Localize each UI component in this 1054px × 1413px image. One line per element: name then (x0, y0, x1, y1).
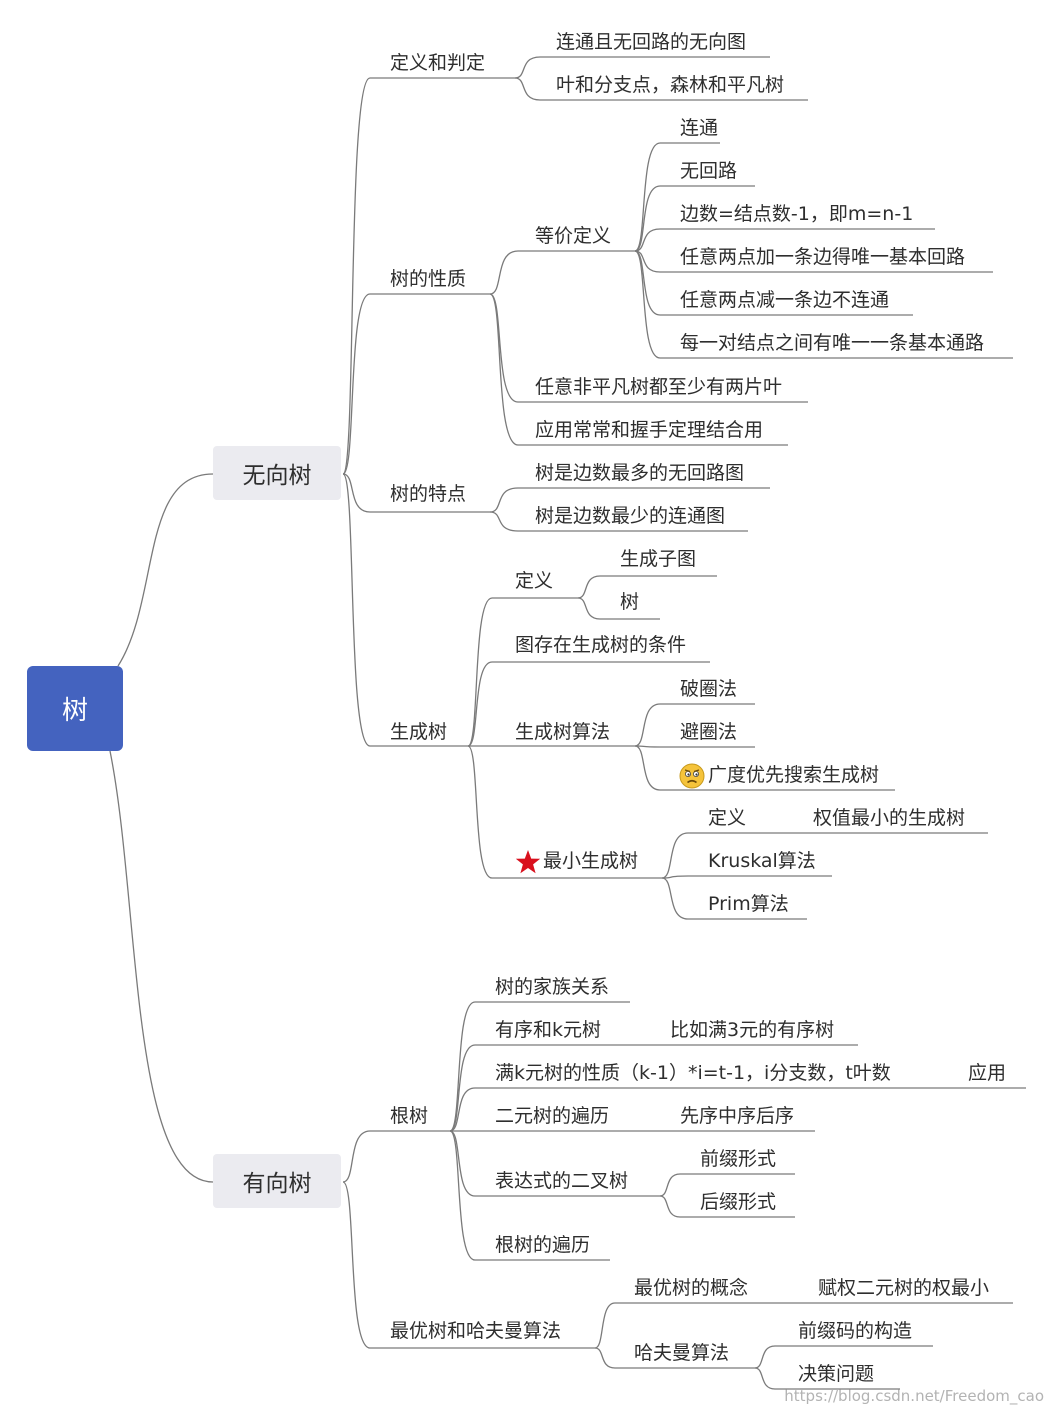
node-rooted-tree[interactable]: 根树 (390, 1105, 429, 1127)
link-eq-2-curve (634, 185, 661, 252)
node-full-k-application[interactable]: 应用 (968, 1062, 1007, 1084)
node-feat-1[interactable]: 树是边数最多的无回路图 (535, 462, 745, 484)
node-mst[interactable]: 最小生成树 (543, 850, 639, 872)
node-eq-1[interactable]: 连通 (680, 117, 719, 139)
node-undirected-tree[interactable]: 无向树 (213, 446, 341, 500)
node-alg-3[interactable]: 广度优先搜索生成树 (708, 764, 880, 786)
link-eq-1-curve (634, 142, 661, 252)
link-eq-6-curve (634, 250, 661, 359)
node-span-def-2[interactable]: 树 (620, 591, 640, 613)
node-family[interactable]: 树的家族关系 (495, 976, 610, 998)
node-eq-2[interactable]: 无回路 (680, 160, 738, 182)
root-node[interactable]: 树 (27, 666, 123, 751)
link-alg-1-curve (634, 703, 661, 747)
node-prefix-form[interactable]: 前缀形式 (700, 1148, 777, 1170)
node-optimal-concept[interactable]: 最优树的概念 (634, 1277, 749, 1299)
node-directed-tree[interactable]: 有向树 (213, 1154, 341, 1208)
link-properties-curve (342, 293, 371, 475)
node-mst-def-value[interactable]: 权值最小的生成树 (813, 807, 966, 829)
node-eq-5[interactable]: 任意两点减一条边不连通 (680, 289, 890, 311)
node-def-judge[interactable]: 定义和判定 (390, 52, 486, 74)
node-postfix-form[interactable]: 后缀形式 (700, 1191, 777, 1213)
link-postfix-form-curve (659, 1195, 681, 1218)
link-feat-1-curve (489, 487, 519, 513)
node-eq-4[interactable]: 任意两点加一条边得唯一基本回路 (680, 246, 966, 268)
link-prop-2-curve (489, 293, 519, 403)
node-eq-6[interactable]: 每一对结点之间有唯一一条基本通路 (680, 332, 985, 354)
node-span-def[interactable]: 定义 (515, 570, 554, 592)
node-properties[interactable]: 树的性质 (390, 268, 467, 290)
red-star-icon (515, 850, 541, 874)
link-mst-curve (467, 745, 493, 879)
link-def-2-curve (514, 77, 541, 101)
node-prefix-code[interactable]: 前缀码的构造 (798, 1320, 913, 1342)
link-span-def-curve (467, 597, 493, 747)
link-prop-3-curve (489, 293, 519, 446)
node-span-cond[interactable]: 图存在生成树的条件 (515, 634, 687, 656)
link-def-1-curve (514, 56, 541, 79)
link-prefix-code-curve (754, 1345, 776, 1369)
link-alg-2-curve (634, 745, 661, 748)
link-decision-curve (754, 1367, 776, 1390)
link-root-directed (109, 750, 214, 1183)
link-ordered-curve (449, 1044, 476, 1132)
node-binary-traversal[interactable]: 二元树的遍历 (495, 1105, 610, 1127)
node-feat-2[interactable]: 树是边数最少的连通图 (535, 505, 726, 527)
link-opt-concept-curve (594, 1302, 616, 1349)
link-prefix-form-curve (659, 1173, 681, 1197)
node-binary-traversal-value[interactable]: 先序中序后序 (680, 1105, 795, 1127)
link-mst-kruskal-curve (661, 875, 689, 879)
node-full-k[interactable]: 满k元树的性质（k-1）*i=t-1，i分支数，t叶数 (495, 1062, 891, 1084)
link-eq-3-curve (634, 228, 661, 252)
node-mst-prim[interactable]: Prim算法 (708, 893, 789, 915)
node-spanning-tree[interactable]: 生成树 (390, 721, 448, 743)
node-huffman[interactable]: 哈夫曼算法 (634, 1342, 730, 1364)
link-features-curve (342, 473, 371, 513)
node-expression-tree[interactable]: 表达式的二叉树 (495, 1170, 629, 1192)
worried-face-icon (679, 763, 705, 789)
link-root-undirected (117, 473, 214, 667)
node-optimal-concept-value[interactable]: 赋权二元树的权最小 (818, 1277, 990, 1299)
link-huffman-curve (594, 1347, 616, 1369)
link-feat-2-curve (489, 511, 519, 532)
node-mst-kruskal[interactable]: Kruskal算法 (708, 850, 816, 872)
node-equivalent-def[interactable]: 等价定义 (535, 225, 612, 247)
link-rooted-curve (342, 1130, 371, 1183)
node-alg-2[interactable]: 避圈法 (680, 721, 738, 743)
link-expr-tree-curve (449, 1130, 476, 1197)
node-root-traversal[interactable]: 根树的遍历 (495, 1234, 591, 1256)
link-mst-prim-curve (661, 877, 689, 920)
node-alg-1[interactable]: 破圈法 (680, 678, 738, 700)
node-span-def-1[interactable]: 生成子图 (620, 548, 697, 570)
link-alg-3-curve (634, 745, 661, 791)
link-spanning-curve (342, 473, 371, 747)
node-ordered-example[interactable]: 比如满3元的有序树 (670, 1019, 835, 1041)
link-family-curve (449, 1001, 476, 1132)
link-root-traversal-curve (449, 1130, 476, 1261)
link-mst-def-curve (661, 832, 689, 879)
link-full-k-curve (449, 1087, 476, 1132)
link-optimal-curve (342, 1181, 371, 1349)
link-span-cond-curve (467, 661, 493, 747)
link-eq-5-curve (634, 250, 661, 316)
link-def-judge-curve (342, 77, 371, 475)
node-decision[interactable]: 决策问题 (798, 1363, 875, 1385)
node-optimal-tree[interactable]: 最优树和哈夫曼算法 (390, 1320, 562, 1342)
node-def-2[interactable]: 叶和分支点，森林和平凡树 (556, 74, 785, 96)
link-span-def-1-curve (577, 575, 601, 599)
node-prop-3[interactable]: 应用常常和握手定理结合用 (535, 419, 764, 441)
watermark: https://blog.csdn.net/Freedom_cao (784, 1387, 1044, 1405)
node-mst-def[interactable]: 定义 (708, 807, 747, 829)
node-features[interactable]: 树的特点 (390, 483, 467, 505)
link-span-def-2-curve (577, 597, 601, 620)
node-def-1[interactable]: 连通且无回路的无向图 (556, 31, 747, 53)
link-equiv-curve (489, 250, 519, 295)
node-ordered[interactable]: 有序和k元树 (495, 1019, 602, 1041)
node-eq-3[interactable]: 边数=结点数-1，即m=n-1 (680, 203, 914, 225)
node-prop-2[interactable]: 任意非平凡树都至少有两片叶 (535, 376, 783, 398)
node-span-alg[interactable]: 生成树算法 (515, 721, 611, 743)
